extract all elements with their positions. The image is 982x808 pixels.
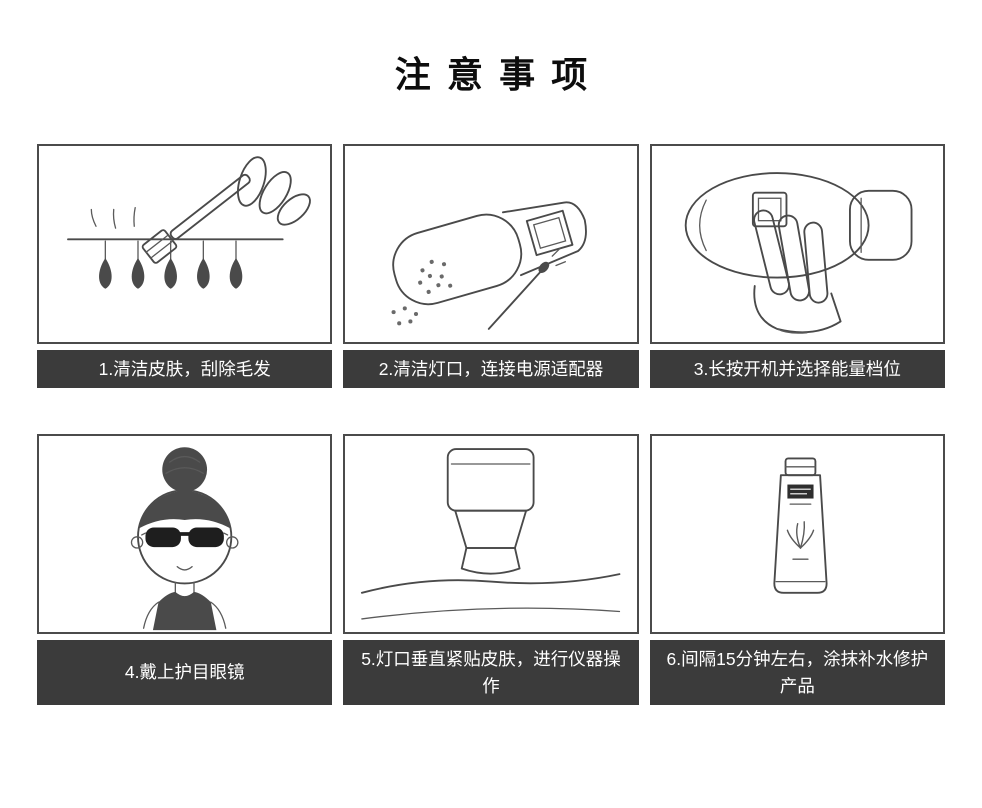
shave-skin-illustration	[67, 156, 311, 289]
device-on-skin-illustration	[361, 448, 621, 620]
goggles-icon	[141, 527, 229, 548]
press-power-select-level-illustration	[684, 172, 913, 334]
texture-dots-2	[391, 306, 419, 326]
step-5-frame	[343, 434, 639, 635]
step-card-1: 1.清洁皮肤，刮除毛发	[37, 144, 333, 389]
step-4-card: 4.戴上护目眼镜	[37, 434, 333, 705]
apply-repair-gel-illustration	[773, 457, 828, 594]
step-1-frame	[37, 144, 333, 344]
step-1-caption: 1.清洁皮肤，刮除毛发	[37, 350, 333, 389]
tube-brand-block	[787, 484, 814, 506]
fingers-icon	[237, 156, 311, 226]
step-4-caption: 4.戴上护目眼镜	[37, 640, 333, 705]
step-5-card: 5.灯口垂直紧贴皮肤，进行仪器操作	[343, 434, 639, 705]
step-3-caption: 3.长按开机并选择能量档位	[649, 350, 945, 389]
step-card-2: 2.清洁灯口，连接电源适配器	[343, 144, 639, 389]
step-card-3: 3.长按开机并选择能量档位	[649, 144, 945, 389]
step-2-frame	[343, 144, 639, 344]
step-6-caption: 6.间隔15分钟左右，涂抹补水修护产品	[649, 640, 945, 705]
device-on-skin	[447, 448, 535, 575]
hand-icon	[752, 209, 842, 334]
step-5-caption: 5.灯口垂直紧贴皮肤，进行仪器操作	[343, 640, 639, 705]
texture-dots	[418, 259, 453, 294]
step-6-card: 6.间隔15分钟左右，涂抹补水修护产品	[649, 434, 945, 705]
page-title: 注意事项	[394, 54, 604, 95]
steps-grid: 1.清洁皮肤，刮除毛发	[37, 144, 945, 765]
step-6-frame	[649, 434, 945, 635]
hair-follicles	[99, 240, 243, 289]
step-3-frame	[649, 144, 945, 344]
step-2-caption: 2.清洁灯口，连接电源适配器	[343, 350, 639, 389]
razor-icon	[141, 173, 251, 264]
step-4-frame	[37, 434, 333, 635]
aloe-plant-icon	[786, 521, 814, 549]
device-top-view	[684, 172, 913, 279]
cleaning-swab-icon	[488, 248, 567, 330]
wear-goggles-illustration	[130, 447, 239, 631]
clean-lamp-window-illustration	[391, 201, 588, 330]
